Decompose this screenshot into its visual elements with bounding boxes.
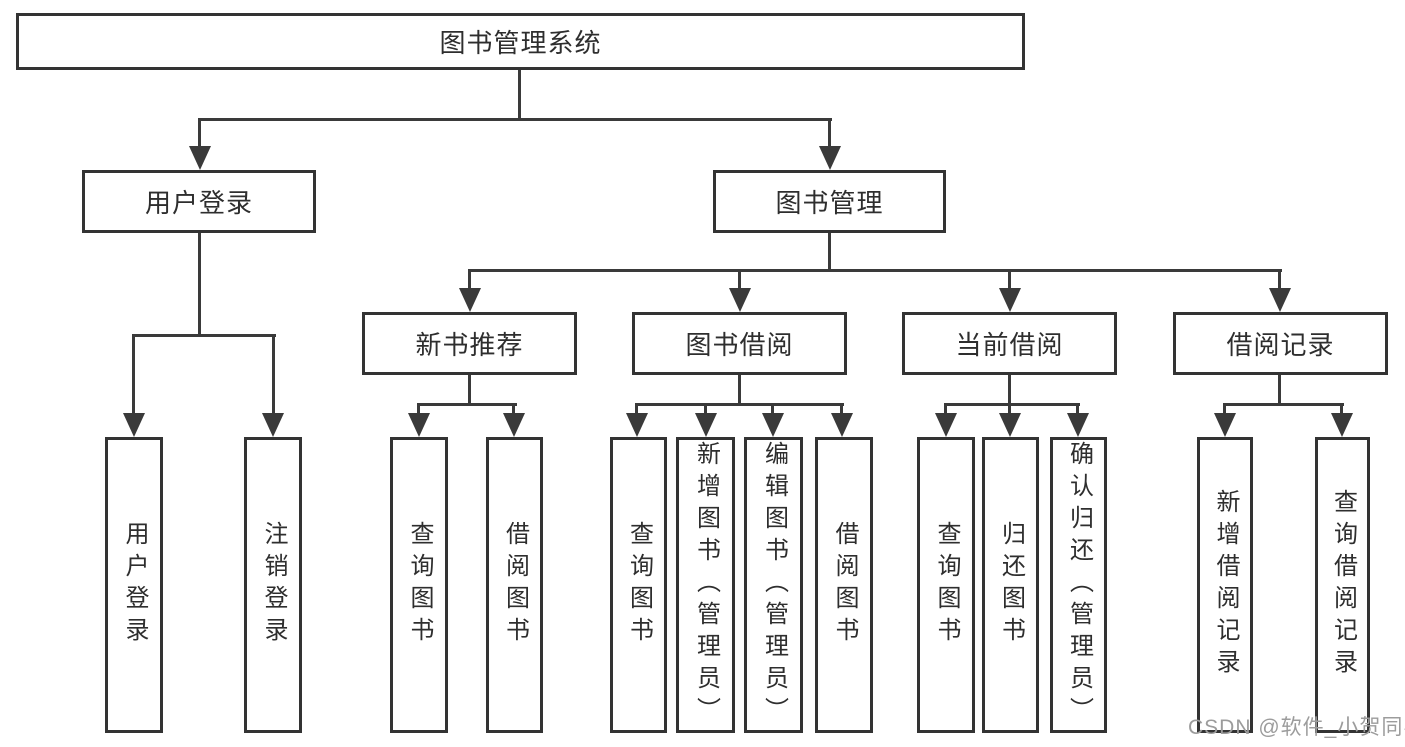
arrowhead-down xyxy=(189,146,211,170)
leaf-user-login-label: 用户登录 xyxy=(121,521,148,649)
leaf-bb-query-books: 查询图书 xyxy=(610,437,667,733)
connector-line xyxy=(1278,269,1281,289)
connector-line xyxy=(635,403,844,406)
connector-line xyxy=(1223,403,1226,415)
node-current-borrowing-label: 当前借阅 xyxy=(955,330,1064,360)
leaf-bb-borrow-books: 借阅图书 xyxy=(815,437,873,733)
connector-line xyxy=(132,334,276,337)
leaf-bb-query-books-label: 查询图书 xyxy=(625,521,653,649)
node-library-system-label: 图书管理系统 xyxy=(439,28,602,58)
connector-line xyxy=(738,269,741,289)
leaf-user-login: 用户登录 xyxy=(105,437,163,733)
node-borrowing-records: 借阅记录 xyxy=(1173,312,1388,375)
connector-line xyxy=(1278,375,1281,405)
connector-line xyxy=(1076,403,1079,415)
connector-line xyxy=(198,233,201,336)
leaf-bb-add-books-admin: 新增图书（管理员） xyxy=(676,437,735,733)
leaf-br-add-record: 新增借阅记录 xyxy=(1197,437,1253,733)
leaf-br-query-record: 查询借阅记录 xyxy=(1315,437,1370,733)
connector-line xyxy=(828,233,831,271)
leaf-cb-return-books-label: 归还图书 xyxy=(997,521,1025,649)
arrowhead-down xyxy=(819,146,841,170)
connector-line xyxy=(518,70,521,120)
node-book-management: 图书管理 xyxy=(713,170,946,233)
connector-line xyxy=(635,403,638,415)
node-book-borrowing-label: 图书借阅 xyxy=(685,330,794,360)
connector-line xyxy=(198,118,832,121)
arrowhead-down xyxy=(459,288,481,312)
arrowhead-down xyxy=(1067,413,1089,437)
watermark-text: CSDN @软件_小贺同学 xyxy=(1188,716,1405,739)
leaf-bb-borrow-books-label: 借阅图书 xyxy=(831,521,858,649)
connector-line xyxy=(1008,403,1011,415)
connector-line xyxy=(840,403,843,415)
connector-line xyxy=(512,403,515,415)
arrowhead-down xyxy=(1269,288,1291,312)
node-new-book-recommend-label: 新书推荐 xyxy=(415,330,524,360)
leaf-bb-add-books-admin-label: 新增图书（管理员） xyxy=(692,441,720,729)
connector-line xyxy=(468,269,471,289)
connector-line xyxy=(417,403,517,406)
arrowhead-down xyxy=(762,413,784,437)
leaf-br-query-record-label: 查询借阅记录 xyxy=(1329,489,1357,681)
arrowhead-down xyxy=(935,413,957,437)
connector-line xyxy=(738,375,741,405)
leaf-logout: 注销登录 xyxy=(244,437,302,733)
connector-line xyxy=(417,403,420,415)
connector-line xyxy=(1008,375,1011,405)
leaf-cb-confirm-return-admin-label: 确认归还（管理员） xyxy=(1065,441,1093,729)
leaf-logout-label: 注销登录 xyxy=(260,521,287,649)
connector-line xyxy=(272,334,275,415)
arrowhead-down xyxy=(729,288,751,312)
arrowhead-down xyxy=(408,413,430,437)
arrowhead-down xyxy=(123,413,145,437)
connector-line xyxy=(704,403,707,415)
connector-line xyxy=(198,118,201,148)
node-borrowing-records-label: 借阅记录 xyxy=(1226,330,1335,360)
connector-line xyxy=(468,269,1282,272)
node-user-login-label: 用户登录 xyxy=(144,188,253,218)
arrowhead-down xyxy=(1331,413,1353,437)
connector-line xyxy=(771,403,774,415)
node-new-book-recommend: 新书推荐 xyxy=(362,312,577,375)
leaf-cb-confirm-return-admin: 确认归还（管理员） xyxy=(1050,437,1107,733)
connector-line xyxy=(132,334,135,415)
connector-line xyxy=(1340,403,1343,415)
leaf-cb-query-books: 查询图书 xyxy=(917,437,975,733)
arrowhead-down xyxy=(262,413,284,437)
arrowhead-down xyxy=(999,413,1021,437)
connector-line xyxy=(828,118,831,148)
arrowhead-down xyxy=(503,413,525,437)
node-book-management-label: 图书管理 xyxy=(775,188,884,218)
arrowhead-down xyxy=(626,413,648,437)
leaf-nb-borrow-books: 借阅图书 xyxy=(486,437,543,733)
leaf-cb-return-books: 归还图书 xyxy=(982,437,1039,733)
leaf-br-add-record-label: 新增借阅记录 xyxy=(1212,489,1239,681)
connector-line xyxy=(1223,403,1344,406)
node-current-borrowing: 当前借阅 xyxy=(902,312,1117,375)
arrowhead-down xyxy=(831,413,853,437)
leaf-nb-query-books-label: 查询图书 xyxy=(406,521,433,649)
arrowhead-down xyxy=(695,413,717,437)
leaf-bb-edit-books-admin-label: 编辑图书（管理员） xyxy=(760,441,788,729)
connector-line xyxy=(944,403,1080,406)
connector-line xyxy=(944,403,947,415)
node-library-system: 图书管理系统 xyxy=(16,13,1025,70)
arrowhead-down xyxy=(999,288,1021,312)
connector-line xyxy=(468,375,471,405)
node-user-login: 用户登录 xyxy=(82,170,316,233)
node-book-borrowing: 图书借阅 xyxy=(632,312,847,375)
leaf-cb-query-books-label: 查询图书 xyxy=(933,521,960,649)
leaf-nb-borrow-books-label: 借阅图书 xyxy=(501,521,529,649)
leaf-nb-query-books: 查询图书 xyxy=(390,437,448,733)
arrowhead-down xyxy=(1214,413,1236,437)
connector-line xyxy=(1008,269,1011,289)
leaf-bb-edit-books-admin: 编辑图书（管理员） xyxy=(744,437,803,733)
watermark: CSDN @软件_小贺同学 xyxy=(1188,711,1405,741)
